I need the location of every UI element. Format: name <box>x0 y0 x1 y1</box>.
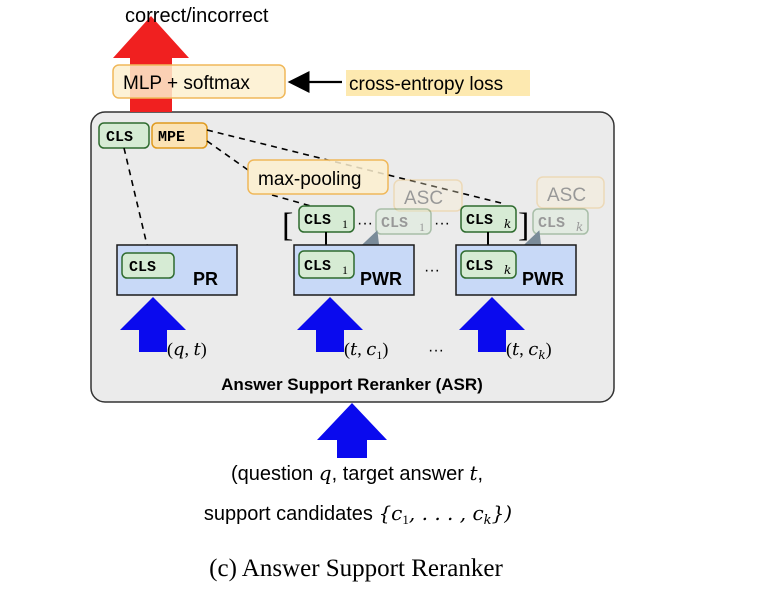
asc-box-k: ASC <box>536 176 605 209</box>
loss-label: cross-entropy loss <box>349 74 503 95</box>
svg-text:ASC: ASC <box>547 185 586 206</box>
svg-text:k: k <box>576 220 583 234</box>
pwr-1-cls-sub: 1 <box>342 263 348 277</box>
top-cls-label: CLS <box>106 129 133 146</box>
pooled-asc-cls-1: CLS 1 <box>375 208 432 235</box>
asr-title: Answer Support Reranker (ASR) <box>221 375 483 394</box>
pooled-dots-1: ··· <box>357 215 373 232</box>
pwr-1-label: PWR <box>360 269 402 289</box>
bottom-input-line1: (question q, target answer t, <box>231 461 483 485</box>
input-arrow-pwr-1 <box>297 297 363 352</box>
bottom-input-arrow <box>317 403 387 458</box>
figure-caption: (c) Answer Support Reranker <box>209 555 503 582</box>
input-arrow-pwr-k <box>459 297 525 352</box>
pwr-dots: ··· <box>424 262 440 279</box>
mlp-softmax-box <box>112 64 286 99</box>
pwr-k-label: PWR <box>522 269 564 289</box>
bracket-close: ] <box>518 207 529 244</box>
svg-text:CLS: CLS <box>381 215 408 232</box>
pr-cls-token <box>121 252 175 279</box>
pooled-cls-k-sub: k <box>504 217 511 231</box>
svg-text:ASC: ASC <box>404 188 443 209</box>
pooled-cls-1-sub: 1 <box>342 217 348 231</box>
pwr-k-cls-sub: k <box>504 263 511 277</box>
asc-box-1: ASC <box>393 179 463 212</box>
max-pooling-label: max-pooling <box>258 169 362 190</box>
pooled-cls-k-label: CLS <box>466 212 493 229</box>
top-mpe-label: MPE <box>158 129 185 146</box>
mlp-softmax-label: MLP + softmax <box>123 73 250 94</box>
input-label-pr: (q, t) <box>167 339 207 360</box>
loss-highlight <box>346 70 530 96</box>
svg-text:CLS: CLS <box>538 215 565 232</box>
top-output-label: correct/incorrect <box>125 5 269 27</box>
pooled-dots-2: ··· <box>434 215 450 232</box>
pooled-cls-1-label: CLS <box>304 212 331 229</box>
dashed-connectors <box>123 129 506 246</box>
input-label-pwr-1: (t, c1) <box>344 339 388 362</box>
pwr-k-cls-token <box>460 250 517 279</box>
pwr-1-cls-label: CLS <box>304 258 331 275</box>
pr-cls-label: CLS <box>129 259 156 276</box>
bottom-input-line2: support candidates {c1, . . . , ck}) <box>204 501 512 528</box>
pwr-1-cls-token <box>298 250 355 279</box>
input-arrow-pr <box>120 297 186 352</box>
svg-text:1: 1 <box>419 220 425 234</box>
input-dots: ··· <box>428 342 444 359</box>
pwr-k-cls-label: CLS <box>466 258 493 275</box>
pooled-asc-cls-k: CLS k <box>532 208 589 235</box>
input-label-pwr-k: (t, ck) <box>506 339 552 362</box>
max-pooling-box <box>247 159 389 195</box>
top-mpe-token <box>151 122 208 149</box>
pr-label: PR <box>193 269 218 289</box>
bracket-open: [ <box>282 207 293 244</box>
